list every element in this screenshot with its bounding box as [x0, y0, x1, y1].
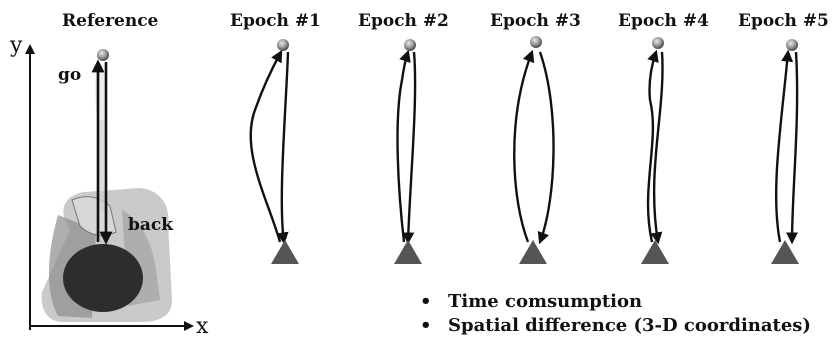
top-marker: [530, 36, 542, 48]
epoch-panel-1: Epoch #1: [230, 11, 321, 264]
epoch-title: Epoch #2: [358, 11, 449, 31]
epoch-panel-5: Epoch #5: [738, 11, 829, 264]
epoch-title: Epoch #4: [618, 11, 709, 31]
metric-item: Time comsumption: [420, 290, 811, 314]
go-path: [774, 49, 794, 243]
bottom-marker: [394, 240, 422, 264]
epoch-title: Epoch #5: [738, 11, 829, 31]
top-marker: [652, 37, 664, 49]
x-axis-label: x: [196, 314, 209, 339]
back-path: [537, 51, 555, 245]
epoch-title: Epoch #1: [230, 11, 321, 31]
go-path: [513, 49, 535, 243]
metrics-list: Time comsumption Spatial difference (3-D…: [420, 290, 811, 338]
epoch-panel-4: Epoch #4: [618, 11, 709, 264]
go-path: [646, 49, 659, 243]
y-axis-label: y: [9, 33, 23, 58]
epoch-panel-3: Epoch #3: [490, 11, 581, 264]
back-path: [276, 51, 290, 245]
back-label: back: [128, 215, 174, 235]
reference-title: Reference: [62, 11, 159, 31]
epoch-title: Epoch #3: [490, 11, 581, 31]
head-shape: [63, 244, 143, 312]
bottom-marker: [519, 240, 547, 264]
metric-item: Spatial difference (3-D coordinates): [420, 314, 811, 338]
person-illustration: [41, 70, 172, 322]
top-marker: [277, 39, 289, 51]
reference-panel: Reference y x go back: [9, 11, 209, 339]
go-path: [249, 49, 283, 243]
back-path: [650, 51, 664, 245]
go-label: go: [58, 65, 81, 85]
bottom-marker: [641, 240, 669, 264]
reference-top-marker: [97, 49, 109, 61]
back-path: [402, 51, 417, 245]
go-path: [396, 49, 411, 243]
bottom-marker: [771, 240, 799, 264]
top-marker: [404, 39, 416, 51]
bottom-marker: [271, 240, 299, 264]
epoch-panel-2: Epoch #2: [358, 11, 449, 264]
top-marker: [786, 39, 798, 51]
back-path: [786, 51, 799, 245]
